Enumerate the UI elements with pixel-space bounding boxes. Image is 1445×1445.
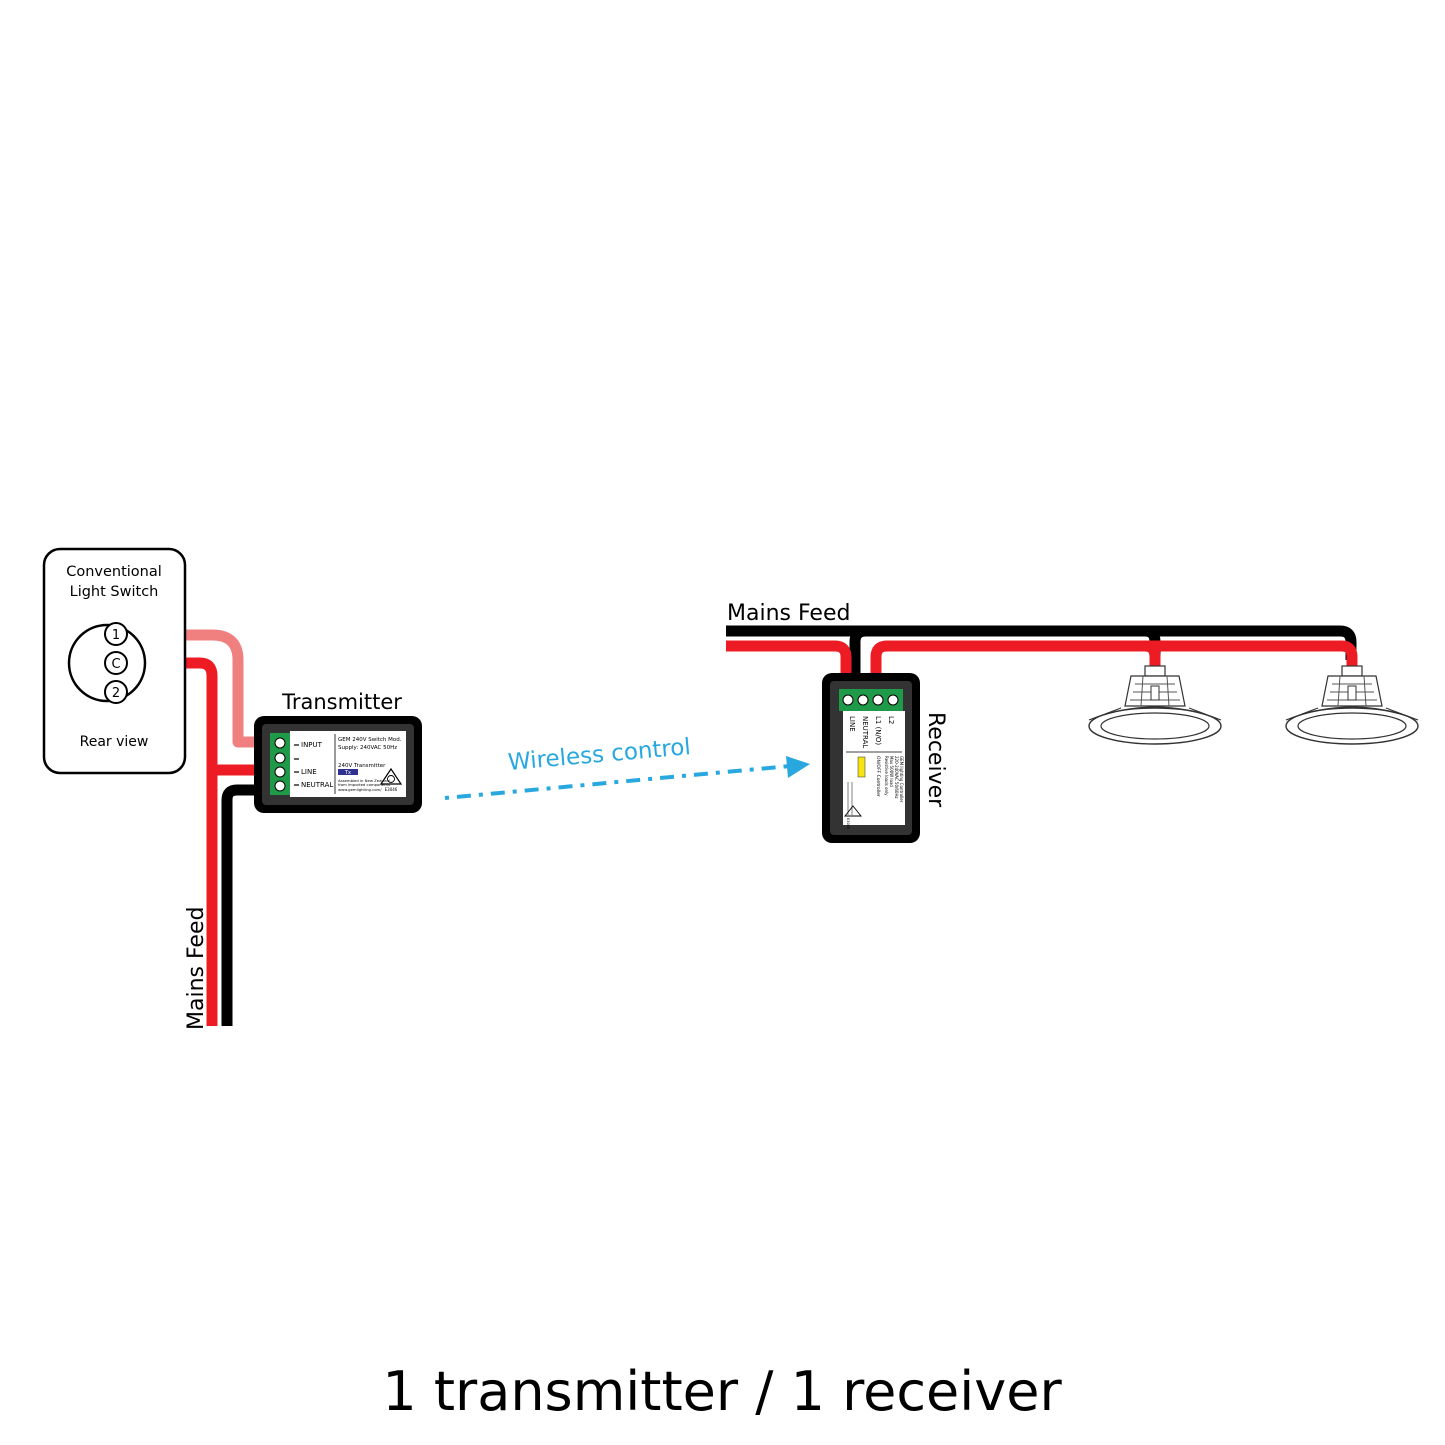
line-to-receiver bbox=[726, 640, 852, 680]
switched-to-light-1 bbox=[1144, 640, 1161, 670]
tx-cert-code: E3046 bbox=[385, 787, 398, 792]
rx-terminal-line: LINE bbox=[848, 716, 856, 732]
tx-terminal-neutral: NEUTRAL bbox=[301, 781, 333, 789]
downlight-2 bbox=[1285, 665, 1419, 745]
receiver-terminal-labels: L2 L1 (N/O) NEUTRAL LINE bbox=[848, 716, 895, 748]
terminal-c-label: C bbox=[111, 657, 120, 672]
wireless-label: Wireless control bbox=[507, 734, 692, 776]
terminal-2 bbox=[104, 680, 128, 704]
transmitter-terminal-labels: INPUT LINE NEUTRAL bbox=[294, 741, 333, 789]
mains-feed-right-label: Mains Feed bbox=[727, 601, 850, 626]
wireless-dashed-line bbox=[444, 764, 791, 800]
tx-product-line1: GEM 240V Switch Mod. bbox=[338, 737, 402, 743]
tx-assembled-2: from imported components bbox=[338, 782, 390, 787]
rear-view-label: Rear view bbox=[80, 734, 149, 750]
switch-title-line2: Light Switch bbox=[70, 584, 159, 600]
downlight-1 bbox=[1088, 665, 1222, 745]
rx-cert-mark bbox=[844, 805, 862, 817]
tx-assembled-1: Assembled in New Zealand bbox=[338, 778, 390, 783]
line-wire-from-switch bbox=[128, 657, 218, 1026]
left-wiring bbox=[128, 629, 262, 1026]
rx-info-4: Resistive loads only bbox=[884, 756, 889, 796]
tx-terminal-input: INPUT bbox=[301, 741, 323, 749]
terminal-c bbox=[104, 651, 128, 675]
rx-product: ON/OFF Controller bbox=[875, 756, 881, 797]
rx-terminal-l2: L2 bbox=[887, 716, 895, 724]
receiver-label: Receiver bbox=[923, 712, 948, 808]
wireless-arrowhead bbox=[786, 756, 810, 778]
terminal-2-label: 2 bbox=[112, 686, 120, 701]
right-wiring: Mains Feed bbox=[726, 601, 1358, 680]
transmitter-label: Transmitter bbox=[281, 690, 402, 714]
tx-product-line2: Supply: 240VAC 50Hz bbox=[338, 745, 397, 751]
receiver-terminal-block bbox=[839, 689, 903, 711]
neutral-to-receiver bbox=[849, 625, 867, 680]
neutral-wire-left bbox=[221, 784, 262, 1026]
rx-info-3: Max 500W load bbox=[889, 756, 894, 787]
light-switch: Conventional Light Switch 1 C 2 Rear vie… bbox=[42, 547, 187, 775]
receiver-screws bbox=[842, 694, 899, 706]
rx-info-1: GEM lighting Controller bbox=[899, 756, 904, 803]
tx-badge-bg bbox=[338, 769, 358, 775]
wireless-link: Wireless control bbox=[444, 734, 810, 800]
tx-badge: Tx bbox=[344, 770, 351, 776]
tx-website: www.gemlighting.com/ bbox=[338, 787, 382, 792]
rx-terminal-l1: L1 (N/O) bbox=[874, 716, 882, 745]
diagram-caption: 1 transmitter / 1 receiver bbox=[382, 1360, 1062, 1423]
tx-terminal-line: LINE bbox=[301, 768, 317, 776]
rx-cert-code: E3046 bbox=[846, 818, 850, 829]
terminal-1-label: 1 bbox=[112, 628, 120, 643]
tx-cert-mark: E3046 bbox=[379, 767, 403, 792]
transmitter: Transmitter INPUT LINE NEUTRAL GEM 240V … bbox=[254, 690, 422, 813]
receiver-info: GEM lighting Controller 220-240VAC 50/60… bbox=[844, 756, 904, 829]
terminal-1 bbox=[104, 622, 128, 646]
rx-info-2: 220-240VAC 50/60Hz bbox=[894, 756, 899, 799]
neutral-trunk-right bbox=[726, 625, 1357, 660]
receiver: L2 L1 (N/O) NEUTRAL LINE GEM lighting Co… bbox=[822, 673, 948, 843]
transmitter-terminal-block bbox=[270, 733, 290, 795]
tx-model: 240V Transmitter bbox=[338, 763, 386, 769]
switched-to-lights bbox=[870, 640, 1358, 680]
switch-title-line1: Conventional bbox=[66, 564, 162, 580]
transmitter-label-panel bbox=[290, 731, 406, 797]
transmitter-screws bbox=[274, 737, 286, 792]
switched-wire-pink bbox=[128, 629, 262, 748]
mains-feed-left-label: Mains Feed bbox=[184, 907, 209, 1030]
rx-yellow-badge bbox=[857, 756, 866, 778]
rx-terminal-neutral: NEUTRAL bbox=[861, 716, 869, 748]
